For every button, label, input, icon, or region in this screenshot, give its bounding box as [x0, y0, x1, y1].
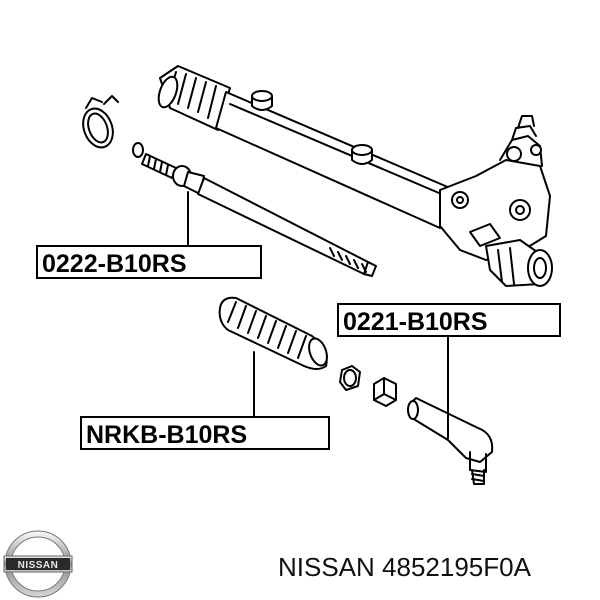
part-label-boot: NRKB-B10RS: [80, 416, 330, 450]
lock-nut: [373, 377, 397, 407]
tie-rod-end: [407, 397, 494, 485]
small-clamp: [339, 365, 361, 391]
part-label-tie-rod-end: 0221-B10RS: [337, 303, 561, 337]
logo-wordmark: NISSAN: [18, 560, 59, 571]
nissan-logo-icon: NISSAN: [3, 530, 73, 598]
rack-boot: [218, 296, 328, 370]
part-number-caption: NISSAN 4852195F0A: [278, 552, 531, 582]
part-label-tie-rod: 0222-B10RS: [36, 245, 262, 279]
snap-ring: [132, 142, 144, 158]
inner-tie-rod: [141, 153, 377, 277]
rack-housing: [157, 65, 553, 287]
boot-clamp: [82, 95, 119, 149]
